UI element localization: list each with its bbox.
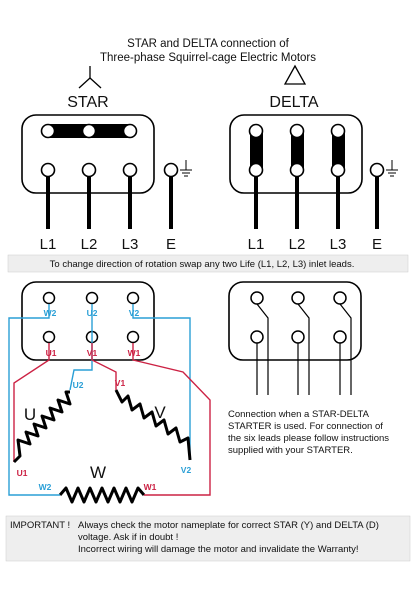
star-label: STAR xyxy=(67,94,108,111)
star-lead-l3: L3 xyxy=(122,236,139,253)
star-earth xyxy=(163,160,192,229)
delta-lead-l2: L2 xyxy=(289,236,306,253)
important-line-2: voltage. Ask if in doubt ! xyxy=(78,532,178,543)
coil-v-label: V xyxy=(154,403,166,422)
starter-terminal-box xyxy=(228,281,362,395)
delta-lead-l1: L1 xyxy=(248,236,265,253)
coil-v xyxy=(114,389,192,461)
delta-label: DELTA xyxy=(269,94,319,111)
coil-label-v1: V1 xyxy=(115,378,126,388)
important-label: IMPORTANT ! xyxy=(10,520,70,531)
rotation-band xyxy=(7,254,409,273)
delta-lead-l3: L3 xyxy=(330,236,347,253)
starter-note-line-3: the six leads please follow instructions xyxy=(228,433,389,444)
blue-wires xyxy=(8,304,191,496)
star-terminal-box xyxy=(21,114,155,229)
star-lead-l2: L2 xyxy=(81,236,98,253)
earth-icon xyxy=(386,160,398,177)
starter-note-line-4: supplied with your STARTER. xyxy=(228,445,353,456)
starter-note-line-2: STARTER is used. For connection of xyxy=(228,421,383,432)
delta-lead-e: E xyxy=(372,236,382,253)
coil-label-v2: V2 xyxy=(181,465,192,475)
terminal-label-w2: W2 xyxy=(44,308,57,318)
terminal-label-u1: U1 xyxy=(46,348,57,358)
delta-terminal-box xyxy=(229,114,363,229)
star-symbol xyxy=(78,66,102,89)
title-line-2: Three-phase Squirrel-cage Electric Motor… xyxy=(100,52,316,64)
earth-icon xyxy=(180,160,192,177)
terminal-label-w1: W1 xyxy=(128,348,141,358)
coil-u-label: U xyxy=(24,405,36,424)
important-band xyxy=(5,515,411,562)
delta-earth xyxy=(369,160,398,229)
coil-label-w2: W2 xyxy=(39,482,52,492)
star-lead-l1: L1 xyxy=(40,236,57,253)
starter-note-line-1: Connection when a STAR-DELTA xyxy=(228,409,370,420)
coil-w xyxy=(40,486,165,504)
coil-label-w1: W1 xyxy=(144,482,157,492)
important-line-1: Always check the motor nameplate for cor… xyxy=(78,520,379,531)
title-line-1: STAR and DELTA connection of xyxy=(127,38,290,50)
terminal-label-v2: V2 xyxy=(129,308,140,318)
coil-label-u1: U1 xyxy=(17,468,28,478)
coil-label-u2: U2 xyxy=(73,380,84,390)
star-lead-e: E xyxy=(166,236,176,253)
delta-symbol xyxy=(283,64,307,85)
rotation-note: To change direction of rotation swap any… xyxy=(50,259,355,270)
important-line-3: Incorrect wiring will damage the motor a… xyxy=(78,544,359,555)
coil-w-label: W xyxy=(90,463,106,482)
coil-u xyxy=(12,390,72,464)
six-lead-terminal-box xyxy=(21,281,155,361)
red-wires xyxy=(13,343,211,496)
